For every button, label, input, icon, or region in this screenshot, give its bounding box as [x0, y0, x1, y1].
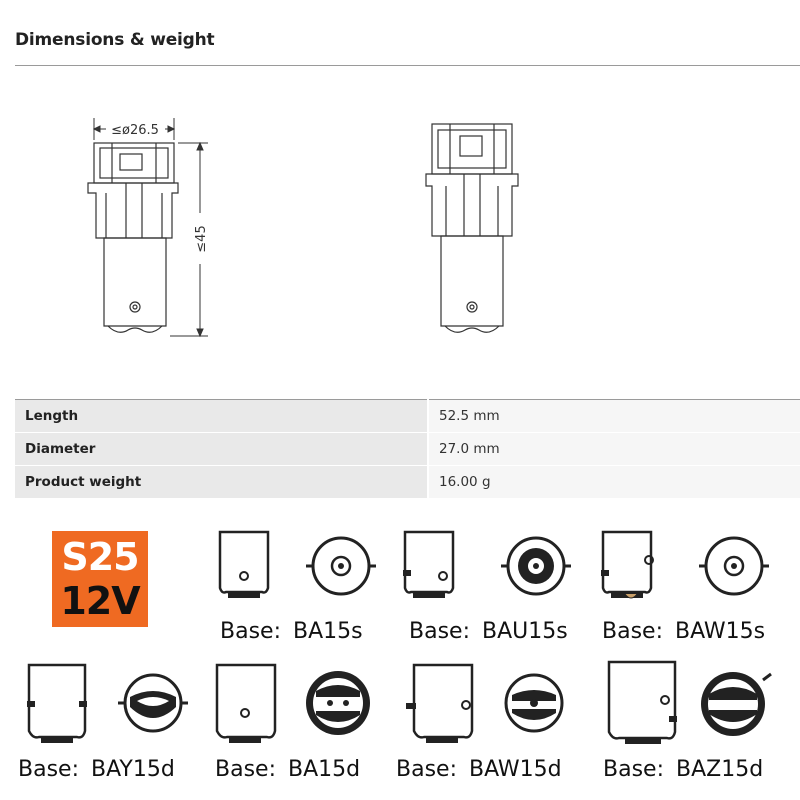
spec-table: Length 52.5 mm Diameter 27.0 mm Product … [15, 399, 800, 499]
badge-voltage: 12V [60, 579, 140, 623]
base-prefix: Base: [396, 757, 457, 782]
badge-code: S25 [61, 535, 139, 579]
table-row: Product weight 16.00 g [15, 465, 800, 499]
base-type: BAZ15d [675, 757, 764, 782]
spec-value: 52.5 mm [427, 399, 800, 433]
base-label-ba15s: Base: BA15s [220, 619, 363, 644]
height-dimension [170, 141, 208, 338]
base-prefix: Base: [18, 757, 79, 782]
spec-label: Diameter [15, 432, 428, 466]
base-label-bau15s: Base: BAU15s [409, 619, 568, 644]
ba15d-base-icon [215, 663, 370, 743]
table-row: Diameter 27.0 mm [15, 432, 800, 466]
base-label-ba15d: Base: BA15d [215, 757, 360, 782]
s25-12v-badge: S25 12V [52, 531, 148, 627]
table-row: Length 52.5 mm [15, 399, 800, 433]
base-type: BAU15s [481, 619, 568, 644]
bulb-front-view [87, 142, 179, 333]
height-label: ≤45 [194, 225, 209, 252]
base-label-baw15d: Base: BAW15d [396, 757, 562, 782]
base-label-baw15s: Base: BAW15s [602, 619, 765, 644]
base-prefix: Base: [602, 619, 663, 644]
base-type: BA15s [292, 619, 363, 644]
spec-value: 27.0 mm [427, 432, 800, 466]
bulb-side-view [425, 123, 519, 333]
spec-value: 16.00 g [427, 465, 800, 499]
base-prefix: Base: [220, 619, 281, 644]
title-divider [15, 65, 800, 66]
base-type: BA15d [287, 757, 361, 782]
base-label-baz15d: Base: BAZ15d [603, 757, 763, 782]
base-type: BAW15d [468, 757, 562, 782]
base-type: BAY15d [90, 757, 175, 782]
base-prefix: Base: [603, 757, 664, 782]
ba15s-base-icon [218, 530, 378, 600]
diameter-label: ≤ø26.5 [111, 123, 159, 138]
bulb-technical-drawing: ≤ø26.5 ≤45 [87, 118, 519, 338]
spec-label: Product weight [15, 465, 428, 499]
spec-label: Length [15, 399, 428, 433]
diameter-dimension [92, 118, 176, 140]
baz15d-base-icon [607, 660, 772, 744]
baw15d-base-icon [406, 663, 564, 743]
bay15d-base-icon [27, 663, 190, 743]
section-title: Dimensions & weight [15, 30, 215, 50]
baw15s-base-icon [601, 530, 771, 600]
base-prefix: Base: [409, 619, 470, 644]
base-label-bay15d: Base: BAY15d [18, 757, 175, 782]
bau15s-base-icon [403, 530, 573, 600]
base-prefix: Base: [215, 757, 276, 782]
base-type: BAW15s [674, 619, 766, 644]
